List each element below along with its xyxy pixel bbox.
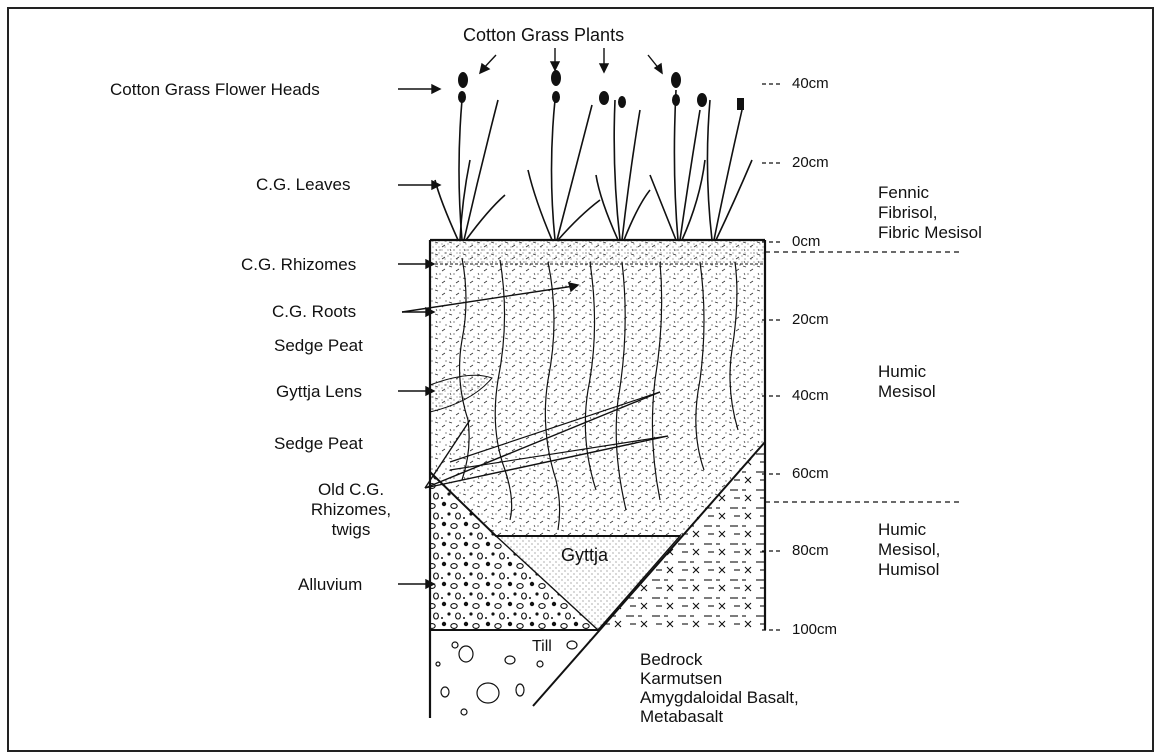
label-gyttja-lens: Gyttja Lens	[276, 382, 362, 402]
soil-class-humic-mesisol: Humic Mesisol	[878, 362, 936, 402]
label-bedrock: Bedrock Karmutsen Amygdaloidal Basalt, M…	[640, 650, 799, 726]
soil-class-humic-humisol: Humic Mesisol, Humisol	[878, 520, 940, 580]
soil-class-humic-mesisol-line-2: Mesisol	[878, 382, 936, 402]
flower-heads	[458, 70, 744, 110]
rhizome-band	[430, 240, 765, 264]
label-gyttja: Gyttja	[561, 545, 608, 565]
soil-class-fennic-line-3: Fibric Mesisol	[878, 223, 982, 243]
label-leaves: C.G. Leaves	[256, 175, 351, 195]
depth-label-above-20: 20cm	[792, 154, 829, 172]
profile-column	[430, 240, 765, 718]
till-pebbles	[436, 641, 577, 715]
label-flower-heads: Cotton Grass Flower Heads	[110, 80, 320, 100]
label-cotton-grass-plants: Cotton Grass Plants	[463, 25, 624, 45]
soil-class-humic-humisol-line-1: Humic	[878, 520, 940, 540]
plant-4	[650, 90, 752, 240]
depth-label-0: 0cm	[792, 233, 820, 251]
label-till: Till	[532, 637, 552, 657]
label-bedrock-line-3: Amygdaloidal Basalt,	[640, 688, 799, 707]
label-bedrock-line-2: Karmutsen	[640, 669, 799, 688]
depth-label-below-60: 60cm	[792, 465, 829, 483]
depth-label-below-80: 80cm	[792, 542, 829, 560]
cotton-grass-plants	[435, 90, 752, 240]
soil-class-fennic-line-1: Fennic	[878, 183, 982, 203]
label-bedrock-line-1: Bedrock	[640, 650, 799, 669]
plant-2	[528, 100, 600, 240]
label-old-rhizomes-line-1: Old C.G.	[296, 480, 406, 500]
label-alluvium: Alluvium	[298, 575, 362, 595]
depth-label-below-40: 40cm	[792, 387, 829, 405]
label-roots: C.G. Roots	[272, 302, 356, 322]
label-rhizomes: C.G. Rhizomes	[241, 255, 356, 275]
depth-label-below-20: 20cm	[792, 311, 829, 329]
soil-class-humic-humisol-line-2: Mesisol,	[878, 540, 940, 560]
label-old-rhizomes-line-3: twigs	[296, 520, 406, 540]
soil-class-humic-humisol-line-3: Humisol	[878, 560, 940, 580]
till-layer	[430, 630, 598, 716]
depth-label-below-100: 100cm	[792, 621, 837, 639]
label-old-rhizomes: Old C.G. Rhizomes, twigs	[296, 480, 406, 540]
label-old-rhizomes-line-2: Rhizomes,	[296, 500, 406, 520]
depth-label-above-40: 40cm	[792, 75, 829, 93]
label-sedge-peat-1: Sedge Peat	[274, 336, 363, 356]
label-bedrock-line-4: Metabasalt	[640, 707, 799, 726]
soil-class-fennic-line-2: Fibrisol,	[878, 203, 982, 223]
soil-class-humic-mesisol-line-1: Humic	[878, 362, 936, 382]
plant-1	[435, 100, 505, 240]
label-sedge-peat-2: Sedge Peat	[274, 434, 363, 454]
soil-class-fennic: Fennic Fibrisol, Fibric Mesisol	[878, 183, 982, 243]
plant-3	[596, 100, 650, 240]
